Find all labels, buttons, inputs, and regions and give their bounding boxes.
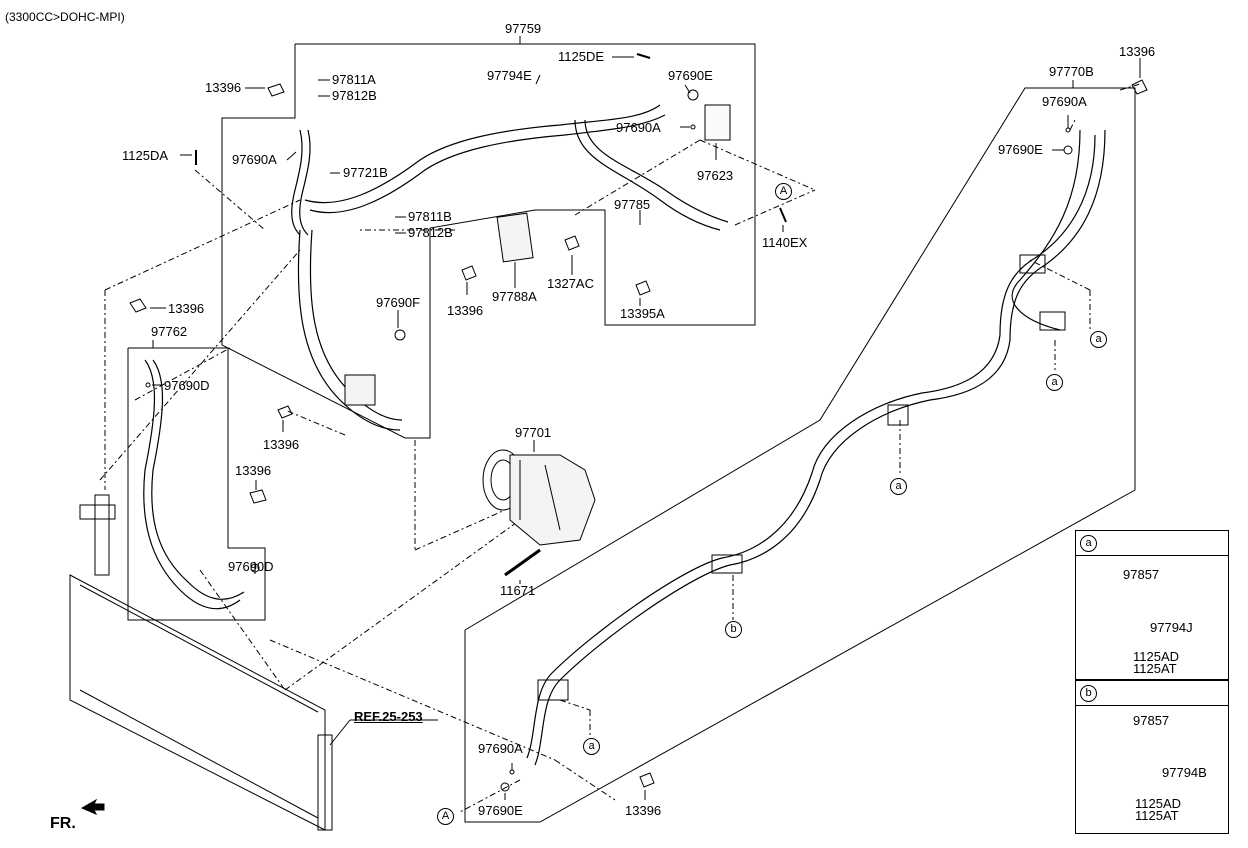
module-97788A: [496, 212, 534, 263]
part-label: 97812B: [332, 88, 377, 103]
receiver-drier: [344, 374, 376, 406]
part-label: 97701: [515, 425, 552, 440]
part-label: 13396: [205, 80, 242, 95]
compressor-body: [509, 454, 596, 546]
part-label: 97690A: [616, 120, 661, 135]
part-label: 97811A: [332, 72, 376, 87]
part-label: 13396: [263, 437, 300, 452]
callout-a: a: [583, 738, 600, 755]
part-label: 97690A: [1042, 94, 1087, 109]
legend-a-part: 1125AD: [1133, 649, 1180, 664]
callout-a: a: [890, 478, 907, 495]
group-outline-97770B: [464, 87, 1136, 823]
legend-a-header: a: [1076, 531, 1228, 556]
part-label: 97690D: [228, 559, 274, 574]
group-outline-97759: [221, 43, 756, 439]
engine-note: (3300CC>DOHC-MPI): [5, 10, 125, 24]
callout-a: a: [1046, 374, 1063, 391]
part-label: 97690D: [164, 378, 210, 393]
front-marker: FR.: [50, 815, 76, 832]
part-label: 97811B: [408, 209, 452, 224]
legend-b-key: b: [1080, 685, 1097, 702]
legend-b-part: 1125AT: [1135, 808, 1179, 823]
condenser: [69, 574, 326, 831]
part-label: 97759: [505, 21, 542, 36]
part-label: 13396: [235, 463, 272, 478]
part-label: 97690E: [668, 68, 713, 83]
part-label: 97690E: [478, 803, 523, 818]
callout-a: a: [1090, 331, 1107, 348]
callout-b: b: [725, 621, 742, 638]
legend-a: a: [1075, 530, 1229, 680]
part-label: 1125DA: [122, 148, 169, 163]
legend-b-part: 1125AD: [1135, 796, 1182, 811]
part-label: 97690F: [376, 295, 421, 310]
legend-b-header: b: [1076, 681, 1228, 706]
part-label: 97770B: [1049, 64, 1094, 79]
legend-a-part: 97794J: [1150, 620, 1193, 635]
part-label: 97762: [151, 324, 188, 339]
expansion-valve: [704, 104, 731, 141]
callout-A: A: [437, 808, 454, 825]
legend-b-part: 97857: [1133, 713, 1170, 728]
part-label: 1327AC: [547, 276, 594, 291]
legend-a-part: 97857: [1123, 567, 1160, 582]
legend-a-part: 1125AT: [1133, 661, 1177, 676]
part-label: 97623: [697, 168, 734, 183]
part-label: 13395A: [620, 306, 665, 321]
part-label: 97785: [614, 197, 651, 212]
part-label: 1140EX: [762, 235, 808, 250]
legend-b: b: [1075, 680, 1229, 834]
legend-a-key: a: [1080, 535, 1097, 552]
part-label: 13396: [447, 303, 484, 318]
part-label: 97788A: [492, 289, 537, 304]
part-label: 97721B: [343, 165, 388, 180]
part-label: 97794E: [487, 68, 532, 83]
part-label: 13396: [625, 803, 662, 818]
front-arrow-icon: [80, 798, 105, 815]
part-label: 13396: [168, 301, 205, 316]
part-label: 1125DE: [558, 49, 605, 64]
legend-b-part: 97794B: [1162, 765, 1207, 780]
group-outline-97762: [127, 347, 266, 621]
part-label: 13396: [1119, 44, 1156, 59]
ref-label: REF.25-253: [354, 709, 423, 724]
part-label: 97690A: [478, 741, 523, 756]
part-label: 11671: [500, 583, 536, 598]
part-label: 97690A: [232, 152, 277, 167]
part-label: 97812B: [408, 225, 453, 240]
part-label: 97690E: [998, 142, 1043, 157]
callout-A: A: [775, 183, 792, 200]
